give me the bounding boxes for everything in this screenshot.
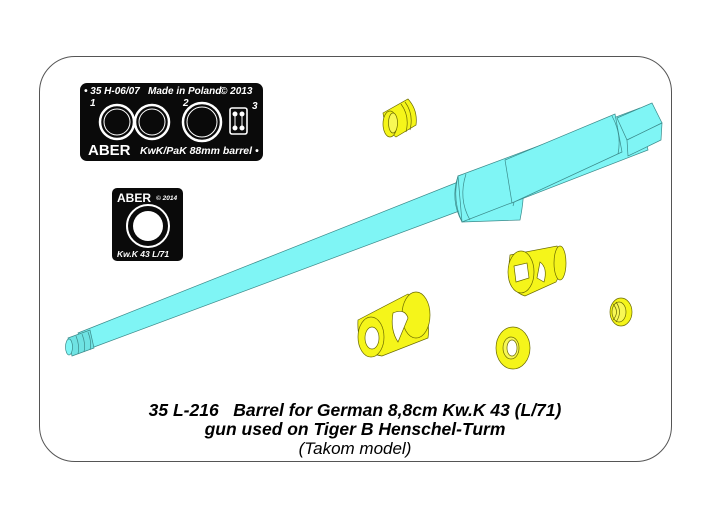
- pe-rings-graphic: [98, 101, 248, 143]
- muzzle-brake-rear-part: [357, 291, 431, 358]
- muzzle-ring-part: [382, 98, 417, 138]
- pe2-description: Kw.K 43 L/71: [117, 249, 170, 259]
- pe-made-in: Made in Poland: [148, 86, 222, 97]
- washer-ring-part: [495, 326, 531, 370]
- muzzle-brake-front-part: [507, 245, 567, 297]
- part-number-2: 2: [183, 98, 189, 109]
- pe-brand: ABER: [88, 142, 131, 159]
- caption-model-note: (Takom model): [298, 439, 412, 458]
- pe-code: • 35 H-06/07: [84, 86, 140, 97]
- pe-copyright: © 2013: [220, 86, 253, 97]
- pe2-brand: ABER: [117, 191, 152, 205]
- product-caption: 35 L-216 Barrel for German 8,8cm Kw.K 43…: [0, 400, 710, 459]
- pe-description: KwK/PaK 88mm barrel •: [140, 145, 259, 157]
- barrel-illustration: [65, 102, 663, 357]
- product-card-border: [39, 56, 672, 462]
- pe2-copyright: © 2014: [156, 195, 178, 202]
- threaded-nut-part: [609, 297, 633, 327]
- pe2-ring-graphic: [126, 204, 170, 248]
- part-number-1: 1: [90, 98, 96, 109]
- photo-etch-sheet-1: • 35 H-06/07 Made in Poland © 2013 1 2 3…: [80, 83, 263, 161]
- caption-title: 35 L-216 Barrel for German 8,8cm Kw.K 43…: [148, 400, 562, 420]
- caption-subtitle: gun used on Tiger B Henschel-Turm: [204, 419, 506, 439]
- part-number-3: 3: [252, 101, 258, 112]
- photo-etch-sheet-2: ABER © 2014 Kw.K 43 L/71: [112, 188, 183, 261]
